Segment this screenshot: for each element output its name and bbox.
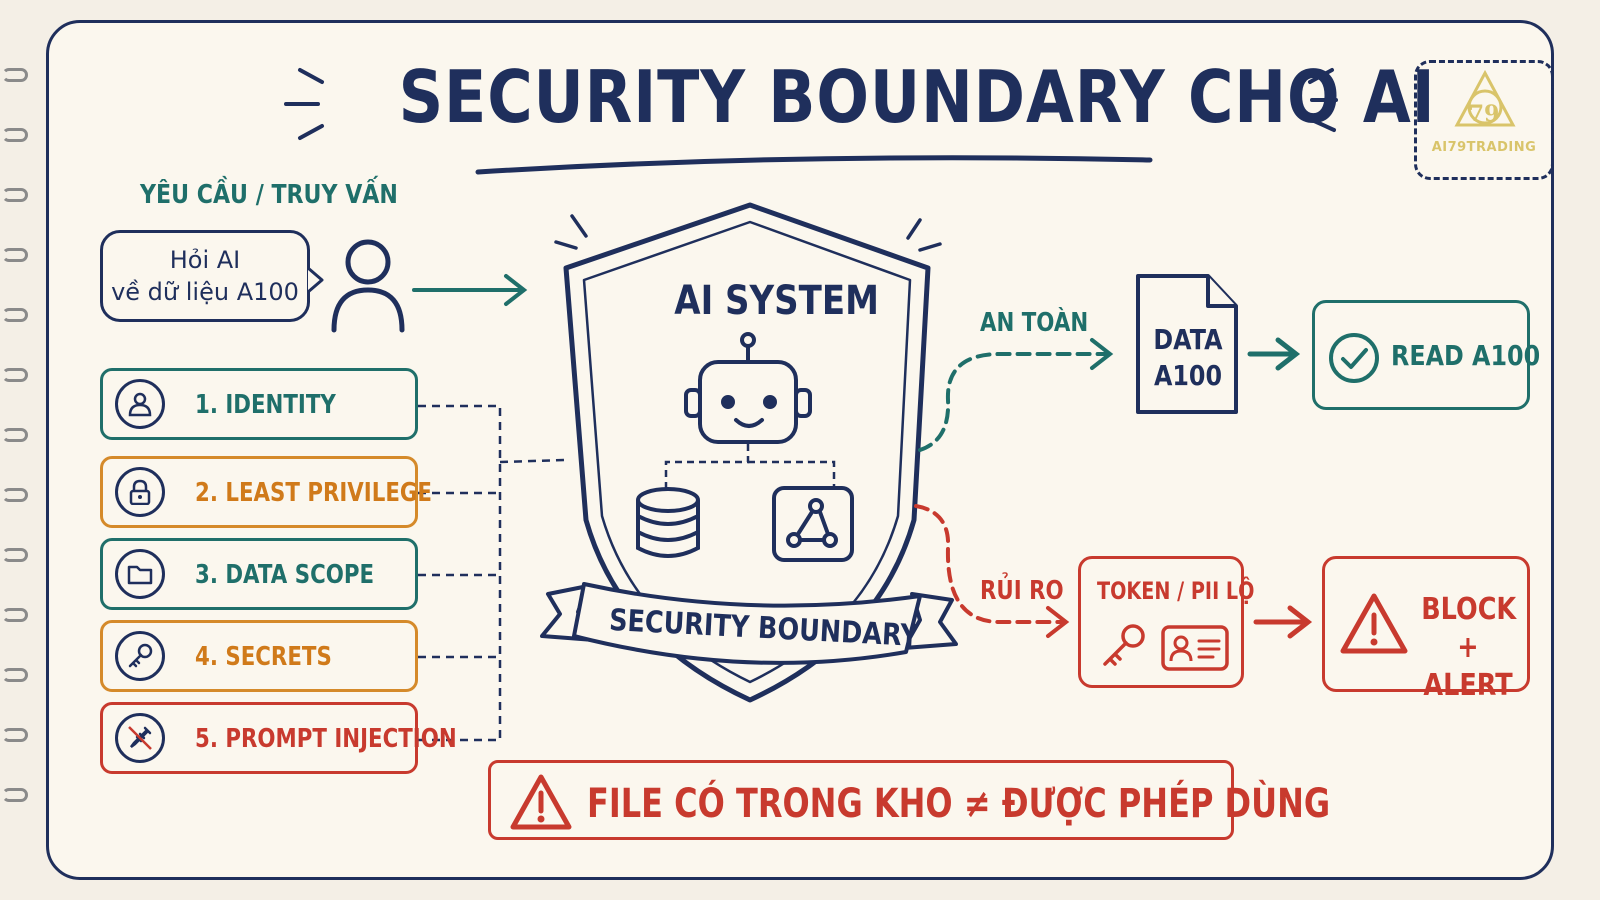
binder-ring (2, 788, 28, 802)
shield-outline (563, 202, 931, 703)
request-label: YÊU CẦU / TRUY VẤN (140, 180, 398, 210)
binder-ring (2, 248, 28, 262)
query-line-2: về dữ liệu A100 (111, 278, 299, 306)
block-alert-label: BLOCK + ALERT (1421, 591, 1517, 705)
binder-ring (2, 368, 28, 382)
block-line-1: BLOCK (1421, 592, 1517, 627)
binder-ring (2, 308, 28, 322)
layers-bracket (418, 404, 567, 742)
layer-label: 3. DATA SCOPE (195, 560, 375, 590)
layer-label: 4. SECRETS (195, 642, 332, 672)
brand-logo: 79 AI79TRADING (1414, 60, 1554, 180)
title-sparks-right (1308, 68, 1338, 132)
logo-number: 79 (1468, 101, 1500, 127)
warning-icon (510, 774, 572, 830)
binder-ring (2, 548, 28, 562)
data-to-read-arrow (1247, 337, 1301, 371)
layer-data-scope: 3. DATA SCOPE (100, 538, 418, 610)
title-underline (475, 155, 1153, 175)
leak-to-block-arrow (1253, 605, 1313, 639)
title-sparks-left (284, 68, 324, 140)
binder-ring (2, 68, 28, 82)
user-icon (115, 379, 165, 429)
logo-text: AI79TRADING (1431, 140, 1537, 155)
network-icon (772, 486, 854, 562)
page-title: SECURITY BOUNDARY CHO AI (398, 55, 1436, 139)
risk-arrow (914, 504, 1070, 638)
lock-icon (115, 467, 165, 517)
key-icon (1103, 624, 1145, 666)
key-icon (115, 631, 165, 681)
folder-icon (115, 549, 165, 599)
logo-emblem-icon (1454, 69, 1516, 127)
database-icon (636, 487, 700, 558)
data-line-1: DATA (1153, 323, 1223, 356)
layer-label: 2. LEAST PRIVILEGE (195, 478, 432, 508)
syringe-icon (115, 713, 165, 763)
check-circle-icon (1329, 333, 1379, 383)
risk-path-label: RỦI RO (980, 576, 1064, 606)
warning-icon (1340, 593, 1408, 654)
layer-secrets: 4. SECRETS (100, 620, 418, 692)
id-card-icon (1161, 625, 1229, 671)
binder-ring (2, 728, 28, 742)
binder-ring (2, 188, 28, 202)
layer-least-privilege: 2. LEAST PRIVILEGE (100, 456, 432, 528)
robot-icon (684, 332, 812, 444)
user-icon (331, 239, 405, 333)
data-line-2: A100 (1153, 359, 1223, 392)
data-document-icon (1136, 274, 1238, 414)
footer-warning-text: FILE CÓ TRONG KHO ≠ ĐƯỢC PHÉP DÙNG (587, 781, 1331, 827)
read-result-label: READ A100 (1391, 339, 1541, 372)
binder-ring (2, 428, 28, 442)
layer-label: 5. PROMPT INJECTION (195, 724, 457, 754)
safe-arrow (918, 338, 1114, 452)
query-bubble: Hỏi AI về dữ liệu A100 (100, 230, 310, 322)
leak-label: TOKEN / PII LỘ (1097, 577, 1255, 605)
binder-ring (2, 488, 28, 502)
safe-path-label: AN TOÀN (980, 308, 1089, 338)
read-result-box: READ A100 (1312, 300, 1540, 410)
request-arrow (412, 274, 528, 306)
system-title: AI SYSTEM (674, 278, 879, 324)
shield-sparks (554, 214, 942, 252)
layer-identity: 1. IDENTITY (100, 368, 418, 440)
robot-connectors (664, 444, 836, 488)
bubble-tail (307, 266, 324, 294)
data-document-label: DATA A100 (1147, 322, 1229, 394)
block-line-2: + ALERT (1423, 630, 1513, 703)
query-line-1: Hỏi AI (169, 246, 241, 274)
layer-label: 1. IDENTITY (195, 390, 336, 420)
binder-ring (2, 128, 28, 142)
shield-ribbon (540, 582, 958, 665)
block-alert-box: BLOCK + ALERT (1322, 556, 1530, 703)
layer-prompt-injection: 5. PROMPT INJECTION (100, 702, 457, 774)
leak-box: TOKEN / PII LỘ (1078, 556, 1255, 688)
footer-warning: FILE CÓ TRONG KHO ≠ ĐƯỢC PHÉP DÙNG (488, 760, 1330, 840)
binder-ring (2, 668, 28, 682)
binder-ring (2, 608, 28, 622)
